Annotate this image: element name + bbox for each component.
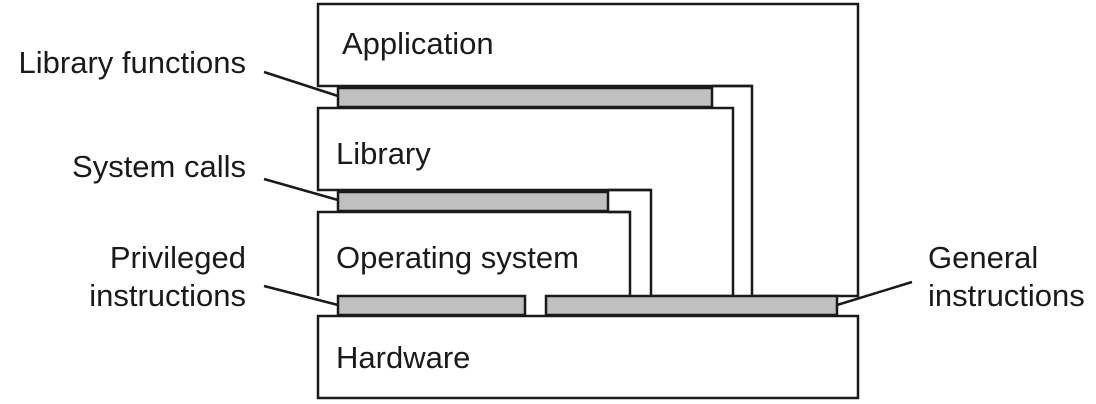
system-calls-interface [336,190,610,213]
general-instructions-interface [544,294,839,317]
library-functions-leader [263,70,339,98]
general-instructions-leader [836,280,913,307]
hardware-layer-box [316,314,860,400]
system-calls-label: System calls [72,149,246,184]
hardware-label: Hardware [336,340,470,375]
general-instructions-label-line2: instructions [928,278,1085,313]
library-functions-label: Library functions [19,45,246,80]
privileged-instructions-label-line2: instructions [89,278,246,313]
library-label: Library [336,136,431,171]
general-instructions-label-line1: General [928,240,1038,275]
library-functions-interface [336,86,714,109]
application-label: Application [342,26,494,61]
system-calls-leader [263,177,339,202]
privileged-instructions-leader [263,284,339,307]
operating-system-label: Operating system [336,240,579,275]
privileged-instructions-label-line1: Privileged [110,240,246,275]
privileged-instructions-interface [336,294,527,317]
